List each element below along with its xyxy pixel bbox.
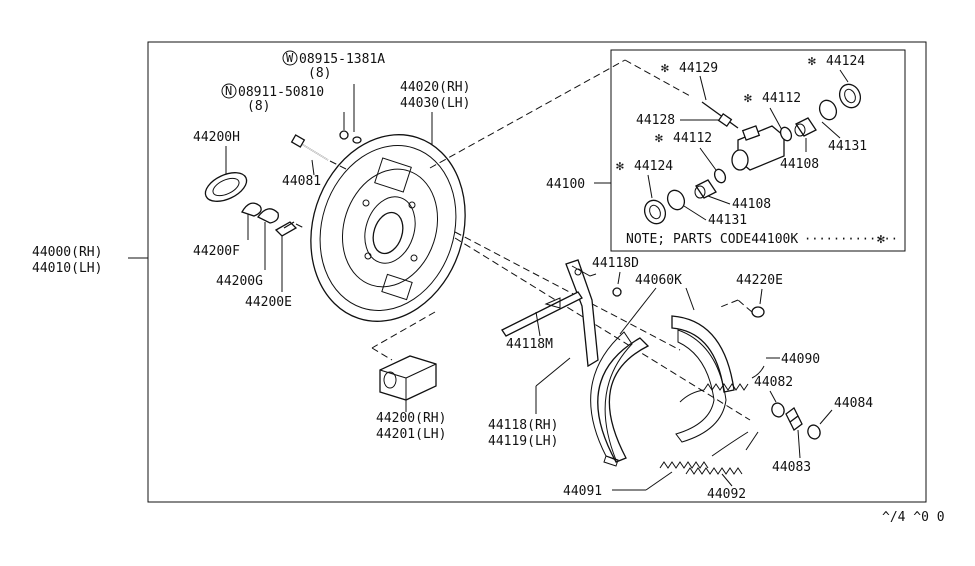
inset-asterisk-1: ✻ bbox=[661, 61, 669, 76]
label-44124-top: 44124 bbox=[826, 54, 865, 69]
assembly-label-lh: 44010(LH) bbox=[32, 261, 102, 276]
nut-part-number: 08911-50810 bbox=[238, 85, 324, 100]
label-44112-top: 44112 bbox=[762, 91, 801, 106]
spring-44091-icon bbox=[659, 461, 709, 469]
boot-44124-top-icon bbox=[838, 83, 862, 109]
clip-44200G-icon bbox=[257, 208, 279, 224]
label-44108-top: 44108 bbox=[780, 157, 819, 172]
inset-frame bbox=[610, 49, 906, 252]
label-44200E: 44200E bbox=[245, 295, 292, 310]
shoe-label-rh: 44118(RH) bbox=[488, 418, 558, 433]
pin-44118D-icon bbox=[612, 287, 622, 297]
clip-44200F-icon bbox=[241, 202, 262, 217]
label-44200F: 44200F bbox=[193, 244, 240, 259]
piston-44108-top-icon bbox=[794, 117, 817, 137]
washer-icon bbox=[352, 136, 362, 144]
cylinder-label-rh: 44200(RH) bbox=[376, 411, 446, 426]
boot-44131-low-icon bbox=[666, 189, 686, 211]
nut-qty: (8) bbox=[247, 99, 270, 114]
brake-shoe-right-icon bbox=[671, 315, 735, 443]
cup-44112-top-icon bbox=[779, 126, 793, 142]
label-44220E: 44220E bbox=[736, 273, 783, 288]
inset-asterisk-5: ✻ bbox=[616, 159, 624, 174]
label-44108-low: 44108 bbox=[732, 197, 771, 212]
adjuster-44220E-icon bbox=[751, 306, 765, 318]
nut-icon bbox=[339, 130, 349, 140]
clip-44200E-icon bbox=[274, 221, 298, 237]
footer-code: ^/4 ^0 0 bbox=[882, 510, 945, 525]
piston-44108-low-icon bbox=[694, 179, 717, 199]
shoe-label-lh: 44119(LH) bbox=[488, 434, 558, 449]
label-44060K: 44060K bbox=[635, 273, 682, 288]
label-44092: 44092 bbox=[707, 487, 746, 502]
label-44131-top: 44131 bbox=[828, 139, 867, 154]
assembly-label-rh: 44000(RH) bbox=[32, 245, 102, 260]
cylinder-label-lh: 44201(LH) bbox=[376, 427, 446, 442]
washer-qty: (8) bbox=[308, 66, 331, 81]
inset-note-dots: ············· bbox=[804, 232, 898, 246]
bolt-44081-icon bbox=[290, 134, 329, 161]
bleeder-screw-icon bbox=[701, 101, 739, 129]
inset-note-asterisk: ✻ bbox=[877, 232, 885, 247]
inset-asterisk-4: ✻ bbox=[655, 131, 663, 146]
label-44200G: 44200G bbox=[216, 274, 263, 289]
cup-44082-icon bbox=[771, 402, 785, 418]
washer-part-number: 08915-1381A bbox=[299, 52, 385, 67]
wheel-cylinder-44200-icon bbox=[379, 355, 437, 401]
diagram-frame bbox=[147, 41, 927, 503]
brake-shoe-left-icon bbox=[590, 331, 650, 467]
parking-lever-icon bbox=[565, 259, 599, 368]
label-44118M: 44118M bbox=[506, 337, 553, 352]
spring-44092-icon bbox=[685, 467, 743, 475]
boot-44200H-icon bbox=[204, 172, 248, 202]
plate-label-rh: 44020(RH) bbox=[400, 80, 470, 95]
label-44129: 44129 bbox=[679, 61, 718, 76]
boot-44124-low-icon bbox=[643, 199, 667, 225]
plate-label-lh: 44030(LH) bbox=[400, 96, 470, 111]
washer-symbol-icon bbox=[282, 50, 298, 66]
boot-44131-top-icon bbox=[818, 99, 838, 121]
cup-44112-mid-icon bbox=[713, 168, 727, 184]
label-44082: 44082 bbox=[754, 375, 793, 390]
label-44124-low: 44124 bbox=[634, 159, 673, 174]
label-44090: 44090 bbox=[781, 352, 820, 367]
label-44091: 44091 bbox=[563, 484, 602, 499]
label-44100: 44100 bbox=[546, 177, 585, 192]
label-44200H: 44200H bbox=[193, 130, 240, 145]
label-44131-low: 44131 bbox=[708, 213, 747, 228]
nut-symbol: N bbox=[225, 84, 232, 98]
label-44084: 44084 bbox=[834, 396, 873, 411]
strut-44118M-icon bbox=[501, 291, 583, 337]
label-44128: 44128 bbox=[636, 113, 675, 128]
label-44112-mid: 44112 bbox=[673, 131, 712, 146]
washer-symbol: W bbox=[286, 51, 294, 65]
label-44118D: 44118D bbox=[592, 256, 639, 271]
backing-plate-drawing bbox=[310, 134, 466, 322]
spring-44090-icon bbox=[703, 383, 749, 391]
cylinder-body-44100-icon bbox=[731, 125, 785, 171]
nut-symbol-icon bbox=[221, 83, 237, 99]
inset-asterisk-3: ✻ bbox=[744, 91, 752, 106]
inset-note: NOTE; PARTS CODE44100K bbox=[626, 232, 798, 247]
label-44081: 44081 bbox=[282, 174, 321, 189]
spring-44083-icon bbox=[785, 407, 803, 431]
inset-asterisk-2: ✻ bbox=[808, 54, 816, 69]
pin-44084-icon bbox=[807, 424, 821, 440]
label-44083: 44083 bbox=[772, 460, 811, 475]
